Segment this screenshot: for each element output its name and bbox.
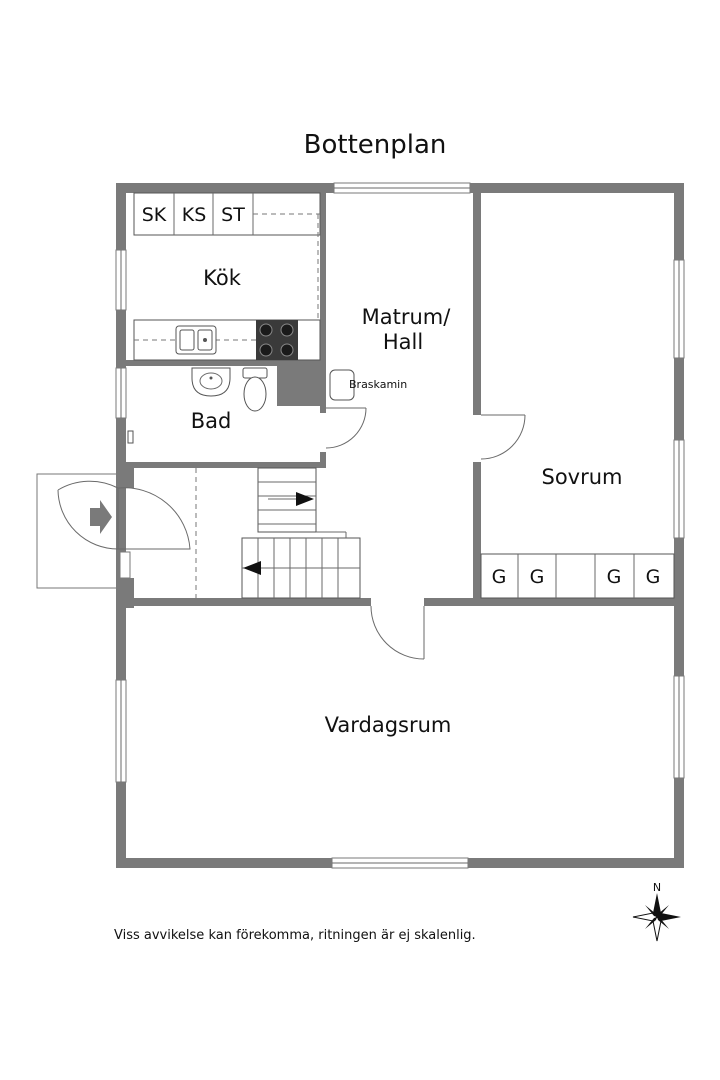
- disclaimer: Viss avvikelse kan förekomma, ritningen …: [114, 928, 476, 943]
- interior-walls: [116, 193, 674, 608]
- plan-title: Bottenplan: [304, 130, 447, 160]
- room-matrum-line2: Hall: [383, 330, 423, 354]
- entrance-arrow-icon: [90, 500, 112, 534]
- compass-icon: [632, 893, 681, 942]
- appliance-st: ST: [221, 204, 245, 226]
- outer-walls: [116, 183, 684, 868]
- wardrobe-2: G: [530, 566, 545, 588]
- braskamin-icon: [329, 369, 355, 401]
- staircase: [241, 467, 361, 599]
- room-sovrum: Sovrum: [541, 465, 622, 489]
- stair-arrow-down-icon: [243, 561, 261, 575]
- towel-rail-icon: [127, 430, 134, 444]
- windows: [115, 182, 685, 869]
- kitchen-counter-top: [133, 192, 321, 330]
- room-vardagsrum: Vardagsrum: [325, 713, 452, 737]
- front-door: [57, 480, 191, 550]
- entrance-porch: [36, 473, 119, 589]
- appliance-ks: KS: [182, 204, 207, 226]
- room-matrum-line1: Matrum/: [362, 305, 452, 329]
- toilet-icon: [242, 367, 268, 412]
- stair-arrow-up-icon: [296, 492, 314, 506]
- stove-icon: [256, 320, 298, 360]
- room-kok: Kök: [203, 266, 242, 290]
- room-bad: Bad: [191, 409, 232, 433]
- wardrobe-3: G: [607, 566, 622, 588]
- washbasin-icon: [191, 367, 231, 397]
- sink-icon: [175, 325, 217, 355]
- appliance-sk: SK: [142, 204, 167, 226]
- compass-north-label: N: [653, 881, 661, 894]
- vardagsrum-door: [370, 605, 425, 660]
- sovrum-door: [480, 414, 526, 460]
- wardrobe-row: [480, 553, 675, 599]
- braskamin-label: Braskamin: [349, 378, 407, 391]
- wardrobe-1: G: [492, 566, 507, 588]
- bad-door: [325, 407, 367, 449]
- window-entrance: [119, 551, 131, 579]
- wardrobe-4: G: [646, 566, 661, 588]
